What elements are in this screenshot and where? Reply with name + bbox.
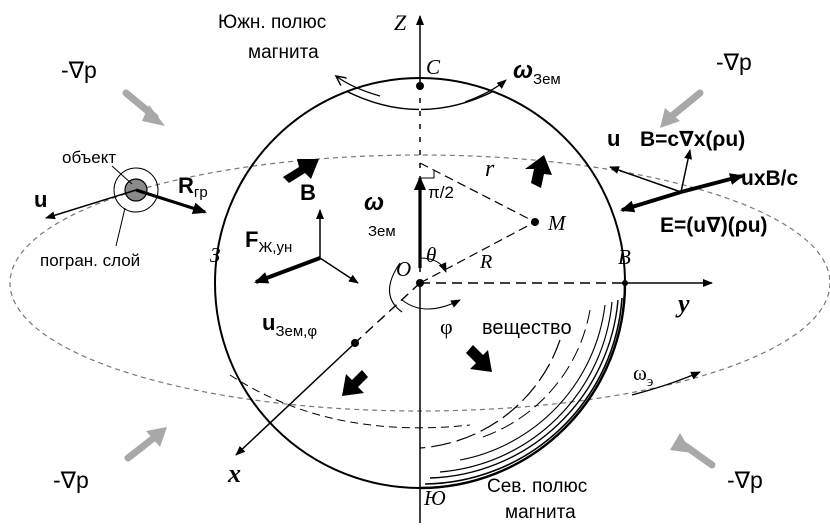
omega-e-arrow xyxy=(631,371,701,396)
u-zem-vector xyxy=(319,257,359,284)
point-C-label: С xyxy=(426,55,441,79)
matter-label: вещество xyxy=(482,317,572,339)
boundary-label-leader xyxy=(115,207,126,247)
axis-x-label: x xyxy=(227,459,241,488)
point-Yu-label: Ю xyxy=(423,486,446,510)
r-label: r xyxy=(485,156,495,182)
x-axis-dot xyxy=(351,339,359,347)
B-label: B xyxy=(300,180,316,205)
point-B-label: В xyxy=(618,245,631,269)
south-pole-label-2: магнита xyxy=(248,42,319,63)
point-M-label: M xyxy=(547,211,567,235)
boundary-layer-label: погран. слой xyxy=(40,251,140,270)
pressure-arrows xyxy=(122,89,716,469)
right-u-vector xyxy=(609,166,682,193)
omega-e-label: ωэ xyxy=(633,361,653,390)
grad-p-top-right: -∇p xyxy=(716,49,752,75)
grad-p-bottom-left: -∇p xyxy=(53,467,89,493)
grad-p-top-left: -∇p xyxy=(61,57,97,83)
omega-zem-axis-label: ω xyxy=(364,189,384,216)
point-M-dot xyxy=(531,218,539,226)
south-pole-label-1: Южн. полюс xyxy=(218,12,326,33)
pi-half-label: π/2 xyxy=(428,183,454,202)
right-B-vector xyxy=(680,149,693,193)
axis-z-label: Z xyxy=(394,10,407,35)
bold-arrow-lower-right xyxy=(466,345,492,372)
radius-r xyxy=(419,162,536,223)
phi-arc xyxy=(401,299,461,310)
omega-zem-label: ωЗем xyxy=(513,57,561,88)
E-formula-label: E=(u∇)(ρu) xyxy=(660,214,768,237)
point-B-dot xyxy=(622,280,628,286)
bold-arrow-upper-right xyxy=(525,155,552,188)
R-label: R xyxy=(479,251,492,273)
x-axis xyxy=(235,342,356,456)
object-label: объект xyxy=(62,148,116,167)
B-formula-label: B=c∇x(ρu) xyxy=(640,128,745,151)
point-Z-label: З xyxy=(210,243,220,267)
theta-arc xyxy=(419,257,447,273)
omega-zem-arrow xyxy=(464,79,507,103)
F-vector xyxy=(254,256,321,284)
point-O-label: O xyxy=(396,257,411,281)
grad-p-bottom-right: -∇p xyxy=(727,467,763,493)
omega-zem-axis-sub: Зем xyxy=(368,223,396,240)
right-uxB-vector xyxy=(680,173,744,194)
phi-label: φ xyxy=(440,314,453,339)
lower-dashed-arc xyxy=(229,374,471,429)
object-u-vector xyxy=(45,189,137,220)
F-label: FЖ,ун xyxy=(245,227,292,256)
object-R-gr-vector xyxy=(135,188,207,215)
north-pole-label-2: магнита xyxy=(505,502,576,523)
cap-rotation-arrow xyxy=(336,76,381,97)
point-C-dot xyxy=(416,82,424,90)
boundary-layer-circle xyxy=(113,167,159,213)
x-axis-dashed xyxy=(354,282,421,344)
radius-R xyxy=(419,221,536,284)
axis-y-label: y xyxy=(675,289,690,318)
uxB-label: uxB/c xyxy=(741,167,799,190)
object-u-label: u xyxy=(34,187,47,212)
right-u-label: u xyxy=(607,126,620,151)
phi-sweep xyxy=(388,262,403,313)
outward-arrows xyxy=(283,155,552,396)
R-gr-label: Rгр xyxy=(178,173,208,201)
right-E-vector xyxy=(620,190,682,213)
object-label-leader xyxy=(111,165,133,185)
u-zem-label: uЗем,φ xyxy=(262,310,317,340)
right-angle-mark xyxy=(420,170,435,179)
bold-arrow-lower-left xyxy=(342,370,368,396)
matter-layers xyxy=(419,282,627,490)
bold-arrow-upper-left xyxy=(283,159,319,183)
theta-label: θ xyxy=(426,243,436,267)
north-pole-label-1: Сев. полюс xyxy=(487,476,587,497)
